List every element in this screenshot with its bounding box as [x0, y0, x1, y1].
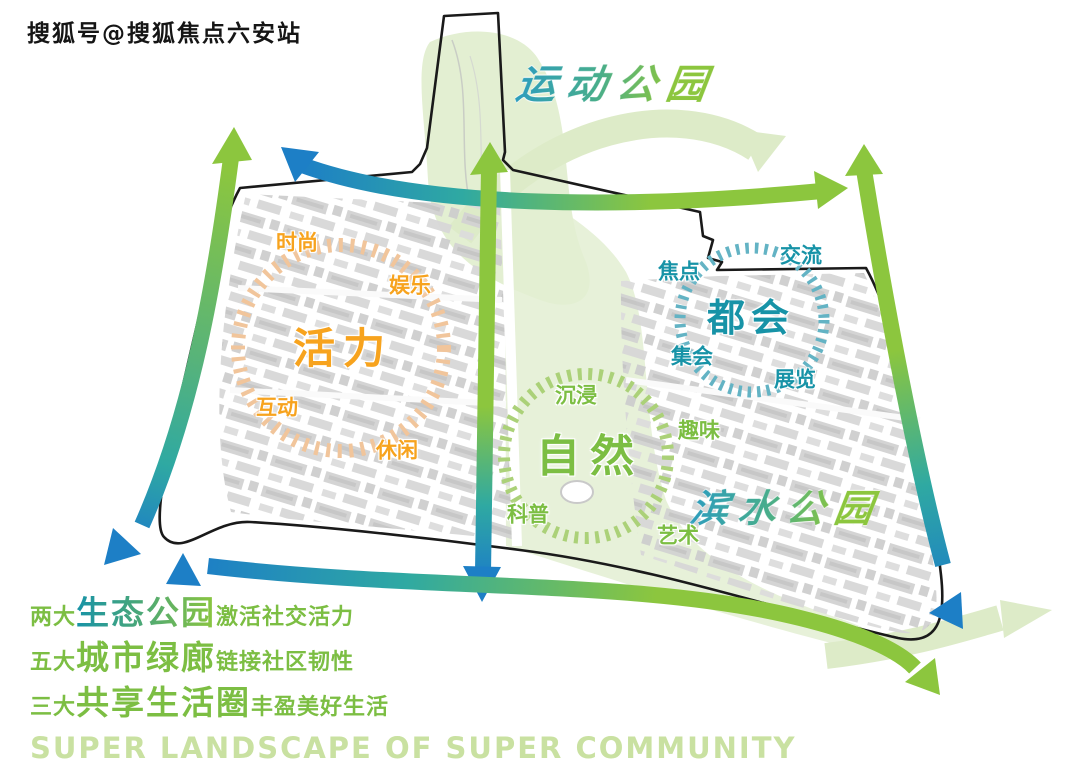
- legend-suffix: 丰盈美好生活: [251, 695, 390, 720]
- west-corridor-up-arrowhead: [212, 127, 252, 164]
- nature-label-fun: 趣味: [678, 418, 720, 443]
- vitality-label-interaction: 互动: [256, 395, 298, 420]
- pale-bottom-arrow-head: [1000, 600, 1052, 638]
- central-corridor-body: [475, 167, 497, 573]
- east-corridor-body: [856, 168, 951, 568]
- legend-line-shared-life: 三大 共享生活圈 丰盈美好生活: [30, 686, 797, 721]
- north-corridor-left-arrowhead: [281, 147, 319, 182]
- central-park-blob: [505, 175, 883, 651]
- west-corridor-body: [134, 156, 239, 529]
- corridor-arrows: [104, 127, 963, 695]
- legend-highlight: 城市绿廊: [76, 638, 217, 677]
- nature-zone-title: 自然: [536, 431, 644, 482]
- south-corridor-right-arrowhead: [905, 658, 940, 695]
- pale-arc-arrow-head: [740, 130, 786, 172]
- nature-circle: [498, 368, 674, 544]
- east-parcel-buildings: [620, 273, 937, 634]
- south-corridor-left-arrowhead: [166, 553, 201, 586]
- legend-highlight: 共享生活圈: [76, 683, 252, 722]
- round-building: [560, 480, 594, 504]
- metropolis-label-focus: 焦点: [658, 259, 700, 284]
- legend-block: 两大 生态公园 激活社交活力 五大 城市绿廊 链接社区韧性 三大 共享生活圈 丰…: [30, 596, 797, 764]
- legend-highlight: 生态公园: [76, 593, 217, 632]
- vitality-label-fashion: 时尚: [276, 230, 318, 255]
- vitality-zone-title: 活力: [292, 324, 394, 373]
- legend-suffix: 链接社区韧性: [216, 650, 355, 675]
- nature-label-immersion: 沉浸: [555, 383, 597, 408]
- north-corridor-body: [299, 157, 823, 211]
- east-corridor-up-arrowhead: [845, 144, 883, 176]
- sports-park-title: 运动公园: [513, 52, 721, 110]
- vitality-circle: [231, 238, 451, 458]
- legend-line-green-corridors: 五大 城市绿廊 链接社区韧性: [30, 641, 797, 676]
- central-corridor-up-arrowhead: [470, 142, 508, 175]
- legend-prefix: 两大: [30, 605, 77, 630]
- vitality-label-leisure: 休闲: [376, 438, 418, 463]
- divider-road: [500, 169, 522, 547]
- east-street-1: [625, 377, 921, 423]
- metropolis-zone-title: 都会: [706, 296, 796, 340]
- west-street-2: [229, 387, 507, 407]
- watermark-text: 搜狐号@搜狐焦点六安站: [27, 21, 302, 47]
- nature-label-science: 科普: [507, 502, 549, 527]
- legend-line-eco-parks: 两大 生态公园 激活社交活力: [30, 596, 797, 631]
- waterfront-park-title: 滨水公园: [687, 478, 887, 533]
- vitality-label-entertainment: 娱乐: [389, 273, 431, 298]
- west-corridor-down-arrowhead: [104, 528, 141, 565]
- nature-label-art: 艺术: [657, 523, 699, 548]
- metropolis-label-exchange: 交流: [780, 243, 822, 268]
- building-fabric: [219, 169, 937, 634]
- east-corridor-down-arrowhead: [929, 592, 963, 629]
- theme-circles: [231, 238, 830, 544]
- west-parcel-buildings: [219, 194, 513, 540]
- metropolis-label-assembly: 集会: [671, 344, 713, 369]
- legend-prefix: 三大: [30, 695, 77, 720]
- metropolis-circle: [674, 242, 830, 398]
- legend-prefix: 五大: [30, 650, 77, 675]
- south-corridor-body: [207, 558, 921, 674]
- west-street-1: [237, 285, 503, 303]
- legend-english-slogan: SUPER LANDSCAPE OF SUPER COMMUNITY: [30, 731, 797, 764]
- north-corridor-right-arrowhead: [814, 171, 848, 209]
- metropolis-label-exhibition: 展览: [774, 367, 816, 392]
- pale-bottom-arrow-body: [824, 605, 1004, 669]
- contour-line-1: [451, 39, 471, 205]
- legend-suffix: 激活社交活力: [216, 605, 355, 630]
